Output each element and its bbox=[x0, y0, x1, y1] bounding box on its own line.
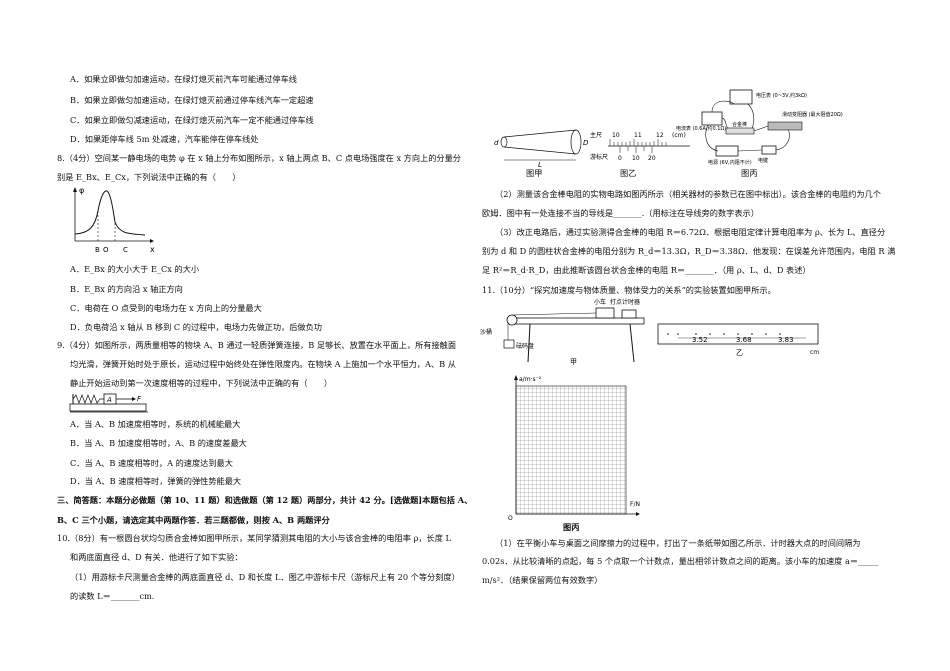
vernier-v0: 0 bbox=[618, 155, 622, 162]
q9-force-label: F bbox=[137, 395, 142, 403]
q8-tick-o: O bbox=[103, 246, 109, 254]
caption-grid: 图丙 bbox=[563, 522, 580, 532]
fig-jia-d: d bbox=[494, 139, 499, 147]
q8-stem-line2: 别是 E_Bx、E_Cx，下列说法中正确的有（ ） bbox=[57, 172, 241, 182]
q7-option-b: B．如果立即做匀加速运动，在绿灯熄灭前通过停车线汽车一定超速 bbox=[70, 95, 314, 105]
fig-jia-D: D bbox=[583, 139, 589, 147]
circuit-voltmeter: 电压表 (0~3V,约3kΩ) bbox=[756, 92, 807, 99]
q8-stem-line1: 8.（4分）空间某一静电场的电势 φ 在 x 轴上分布如图所示，x 轴上两点 B… bbox=[57, 153, 461, 163]
vernier-v20: 20 bbox=[648, 155, 656, 162]
grid-x-label: F/N bbox=[630, 501, 640, 508]
fig-yi-vernier: 主尺 10 11 12 (cm) 游标尺 0 10 20 bbox=[590, 131, 690, 162]
caption-jia: 图甲 bbox=[526, 168, 543, 178]
q10-stem-line2: 和两底面直径 d、D 有关．他进行了如下实验： bbox=[70, 552, 243, 562]
circuit-source: 电源 (6V,内阻不计) bbox=[708, 159, 752, 166]
vernier-tick-unit: (cm) bbox=[672, 132, 686, 139]
section3-heading-line2: B、C 三个小题，请选定其中两题作答．若三题都做，则按 A、B 两题评分 bbox=[57, 515, 330, 525]
grid-y-label: a/m·s⁻² bbox=[519, 376, 542, 383]
q8-option-a: A．E_Bx 的大小大于 E_Cx 的大小 bbox=[70, 264, 200, 274]
fig-jia-L: L bbox=[538, 161, 542, 169]
q9-spring-figure: A F bbox=[69, 393, 148, 413]
q9-stem-line2: 均光滑，弹簧开始时处于原长，运动过程中始终处在弹性限度内。在物块 A 上施加一个… bbox=[70, 359, 456, 369]
circuit-switch: 电键 bbox=[758, 157, 768, 164]
q11-part1-line3: m/s²．（结果保留两位有效数字） bbox=[482, 575, 603, 585]
vernier-v10: 10 bbox=[632, 155, 640, 162]
q8-tick-b: B bbox=[95, 246, 100, 254]
caption-bing: 图丙 bbox=[741, 168, 758, 178]
q10-part3-line1: （3）改正电路后，通过实验测得合金棒的电阻 R＝6.72Ω．根据电阻定律计算电阻… bbox=[495, 227, 886, 237]
q10-part1-line2: 的读数 L＝_______cm. bbox=[70, 591, 155, 601]
caption-yi: 图乙 bbox=[620, 168, 637, 178]
q8-option-d: D．负电荷沿 x 轴从 B 移到 C 的过程中，电场力先做正功，后做负功 bbox=[70, 322, 322, 332]
q7-option-d: D．如果距停车线 5m 处减速，汽车能停在停车线处 bbox=[70, 134, 259, 144]
q11-cart-label: 小车 bbox=[594, 298, 606, 306]
q9-option-a: A．当 A、B 加速度相等时，系统的机械能最大 bbox=[70, 419, 241, 429]
q8-option-b: B．E_Bx 的方向沿 x 轴正方向 bbox=[70, 284, 183, 294]
section3-heading-line1: 三、简答题：本题分必做题（第 10、11 题）和选做题（第 12 题）两部分，共… bbox=[57, 495, 473, 505]
circuit-rheostat: 滑动变阻器 (最大阻值20Ω) bbox=[782, 111, 843, 118]
q11-tape: 3.52 3.68 3.83 乙 cm bbox=[657, 323, 819, 357]
circuit-ammeter: 电流表 (0.6A,约0.1Ω) bbox=[676, 125, 726, 132]
tape-unit: cm bbox=[810, 349, 819, 356]
q8-potential-graph: φ x B O C bbox=[73, 186, 155, 254]
q9-option-d: D．当 A、B 速度相等时，弹簧的弹性势能最大 bbox=[70, 476, 242, 486]
q11-pan-label: 沙桶 bbox=[480, 328, 492, 336]
q11-part1-line1: （1）在平衡小车与桌面之间摩擦力的过程中，打出了一条纸带如图乙所示．计时器大点的… bbox=[495, 538, 861, 548]
q11-stem: 11.（10分）“探究加速度与物体质量、物体受力的关系”的实验装置如图甲所示。 bbox=[482, 285, 776, 295]
q11-jia-label: 甲 bbox=[570, 358, 577, 366]
q11-apparatus: 小车 打点计时器 沙桶 砝码盘 甲 bbox=[480, 298, 645, 366]
tape-yi-label: 乙 bbox=[736, 349, 743, 357]
vernier-label: 游标尺 bbox=[590, 153, 608, 161]
q10-part3-line2: 别为 d 和 D 的圆柱状合金棒的电阻分别为 R_d＝13.3Ω，R_D＝3.3… bbox=[482, 246, 896, 256]
left-column: A．如果立即做匀加速运动，在绿灯熄灭前汽车可能通过停车线 B．如果立即做匀加速运… bbox=[0, 0, 473, 671]
vernier-tick-12: 12 bbox=[656, 132, 664, 139]
q10-part2-line1: （2）测量该合金棒电阻的实物电路如图丙所示（相关器材的参数已在图中标出）。该合金… bbox=[495, 189, 881, 199]
q10-part1-line1: （1）用游标卡尺测量合金棒的两底面直径 d、D 和长度 L．图乙中游标卡尺（游标… bbox=[70, 572, 460, 582]
q9-option-c: C．当 A、B 速度相等时，A 的速度达到最大 bbox=[70, 458, 233, 468]
tape-value-1: 3.52 bbox=[692, 336, 708, 344]
circuit-alloy: 合金棒 bbox=[732, 121, 747, 128]
q8-x-label: x bbox=[150, 245, 155, 254]
vernier-main-unit: 主尺 bbox=[590, 131, 602, 139]
q11-part1-line2: 0.02s．从比较清晰的点起，每 5 个点取一个计数点，量出相邻计数点之间的距离… bbox=[482, 556, 879, 566]
q7-option-c: C．如果立即做匀减速运动，在绿灯熄灭前汽车一定不能通过停车线 bbox=[70, 115, 314, 125]
q9-stem-line1: 9.（4分）如图所示，两质量相等的物块 A、B 通过一轻质弹簧连接，B 足够长、… bbox=[57, 340, 457, 350]
fig-jia-cone: d D L bbox=[494, 129, 589, 169]
q8-tick-c: C bbox=[123, 246, 128, 254]
fig-bing-circuit: 电压表 (0~3V,约3kΩ) 电流表 (0.6A,约0.1Ω) 合金棒 滑动变… bbox=[676, 89, 843, 166]
q8-option-c: C．电荷在 O 点受到的电场力在 x 方向上的分量最大 bbox=[70, 303, 262, 313]
q9-option-b: B．当 A、B 加速度相等时，A、B 的速度差最大 bbox=[70, 438, 247, 448]
q10-part3-line3: 足 R²＝R_d·R_D，由此推断该圆台状合金棒的电阻 R＝_______．（用… bbox=[482, 265, 811, 275]
vernier-tick-11: 11 bbox=[634, 132, 642, 139]
q9-stem-line3: 静止开始运动到第一次速度相等的过程中，下列说法中正确的有（ ） bbox=[70, 378, 333, 388]
q7-option-a: A．如果立即做匀加速运动，在绿灯熄灭前汽车可能通过停车线 bbox=[70, 74, 297, 84]
right-column: d D L 主尺 10 11 12 (cm) 游标尺 0 10 20 电压表 (… bbox=[478, 0, 950, 671]
q10-stem-line1: 10.（8分）有一根圆台状均匀质合金棒如图甲所示，某同学猜测其电阻的大小与该合金… bbox=[57, 533, 451, 543]
q9-block-a-label: A bbox=[106, 396, 112, 404]
q8-y-label: φ bbox=[79, 186, 84, 195]
tape-value-3: 3.83 bbox=[778, 336, 794, 344]
q11-hook-label: 砝码盘 bbox=[516, 342, 534, 350]
q11-timer-label: 打点计时器 bbox=[610, 298, 640, 306]
q11-grid: a/m·s⁻² F/N O bbox=[508, 375, 640, 522]
vernier-tick-10: 10 bbox=[612, 132, 620, 139]
grid-origin: O bbox=[508, 515, 513, 522]
q10-part2-line2: 欧姆．图中有一处连接不当的导线是_______.（用标注在导线旁的数字表示） bbox=[482, 208, 759, 218]
tape-value-2: 3.68 bbox=[736, 336, 752, 344]
